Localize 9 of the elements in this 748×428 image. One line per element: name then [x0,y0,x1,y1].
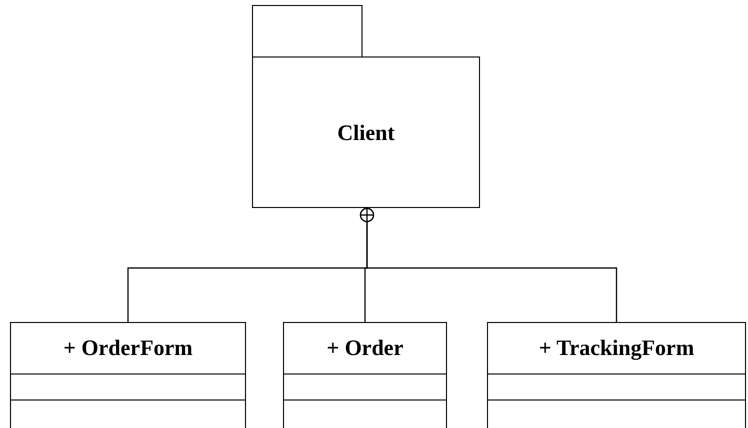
class-box [283,322,447,428]
package-box [252,5,480,208]
class-box [10,322,246,428]
package-name: Client [336,120,396,146]
class-name: + OrderForm [62,335,194,361]
class-name: + TrackingForm [538,335,696,361]
class-box [487,322,746,428]
class-name: + Order [326,335,404,361]
containment-connector [360,208,618,322]
